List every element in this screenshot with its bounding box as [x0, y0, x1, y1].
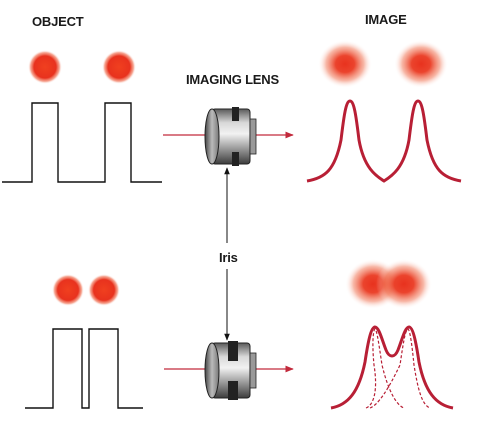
- object-label: OBJECT: [32, 14, 84, 29]
- image-label: IMAGE: [365, 12, 407, 27]
- image-profile-resolved: [306, 99, 462, 183]
- lens-icon: [204, 107, 257, 166]
- lens-icon: [204, 341, 257, 400]
- object-spots-separated: [28, 50, 136, 84]
- image-spot-4: [376, 259, 432, 309]
- image-profile-unresolved: [330, 325, 454, 410]
- image-spots-unresolved: [345, 259, 432, 309]
- object-spots-close: [52, 274, 120, 306]
- iris-label: Iris: [219, 250, 238, 265]
- object-profile-close: [25, 328, 143, 409]
- object-spot-3: [52, 274, 84, 306]
- psf-dashed-left: [365, 328, 405, 409]
- object-spot-2: [102, 50, 136, 84]
- object-profile-separated: [2, 102, 162, 183]
- image-spot-2: [394, 40, 448, 88]
- image-spot-1: [318, 40, 372, 88]
- imaging-lens-label: IMAGING LENS: [186, 72, 279, 87]
- object-spot-1: [28, 50, 62, 84]
- image-spots-resolved: [318, 40, 448, 88]
- object-spot-4: [88, 274, 120, 306]
